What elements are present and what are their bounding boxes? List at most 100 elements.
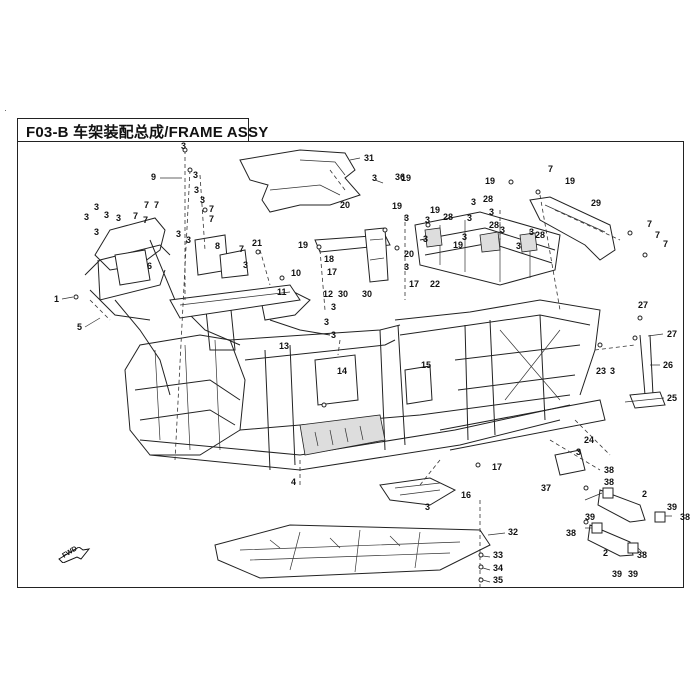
callout-label: 10 xyxy=(291,268,301,278)
callout-label: 7 xyxy=(133,211,138,221)
callout-label: 27 xyxy=(667,329,677,339)
callout-label: 38 xyxy=(637,550,647,560)
callout-label: 9 xyxy=(151,172,156,182)
part-6-front-bracket xyxy=(114,234,249,286)
corner-mark: · xyxy=(4,105,7,115)
callout-label: 3 xyxy=(194,185,199,195)
callout-label: 15 xyxy=(421,360,431,370)
part-2-rear-arm-assembly xyxy=(584,487,672,557)
callout-label: 20 xyxy=(404,249,414,259)
callout-label: 7 xyxy=(647,219,652,229)
callout-label: 3 xyxy=(516,241,521,251)
callout-label: 29 xyxy=(591,198,601,208)
callout-label: 7 xyxy=(154,200,159,210)
callout-label: 3 xyxy=(243,260,248,270)
callout-label: 7 xyxy=(663,239,668,249)
callout-label: 2 xyxy=(642,489,647,499)
main-frame xyxy=(84,217,606,471)
callout-label: 24 xyxy=(584,435,594,445)
callout-label: 28 xyxy=(483,194,493,204)
callout-label: 19 xyxy=(485,176,495,186)
callout-label: 3 xyxy=(186,235,191,245)
callout-label: 3 xyxy=(331,302,336,312)
callout-label: 21 xyxy=(252,238,262,248)
callout-label: 25 xyxy=(667,393,677,403)
callout-label: 3 xyxy=(116,213,121,223)
page-title: F03-B 车架装配总成/FRAME ASSY xyxy=(26,124,269,141)
part-15-side-panel xyxy=(404,365,433,405)
callout-label: 3 xyxy=(471,197,476,207)
callout-label: 3 xyxy=(425,502,430,512)
callout-label: 20 xyxy=(340,200,350,210)
callout-label: 23 xyxy=(596,366,606,376)
callout-label: 3 xyxy=(324,317,329,327)
callout-label: 3 xyxy=(576,447,581,457)
callout-label: 3 xyxy=(500,225,505,235)
callout-label: 7 xyxy=(239,244,244,254)
callout-label: 36 xyxy=(395,172,405,182)
callout-label: 39 xyxy=(585,512,595,522)
callout-label: 12 xyxy=(323,289,333,299)
callout-label: 3 xyxy=(404,262,409,272)
callout-label: 33 xyxy=(493,550,503,560)
callout-label: 39 xyxy=(612,569,622,579)
callout-label: 31 xyxy=(364,153,374,163)
callout-label: 3 xyxy=(529,227,534,237)
callout-label: 35 xyxy=(493,575,503,585)
part-32-skid-plate xyxy=(214,524,491,579)
callout-label: 37 xyxy=(541,483,551,493)
callout-label: 3 xyxy=(404,213,409,223)
callout-label: 32 xyxy=(508,527,518,537)
callout-label: 11 xyxy=(277,287,287,297)
callout-label: 5 xyxy=(77,322,82,332)
callout-label: 38 xyxy=(604,465,614,475)
diagram-border xyxy=(17,142,684,588)
callout-label: 14 xyxy=(337,366,347,376)
callout-label: 3 xyxy=(181,141,186,151)
callout-label: 19 xyxy=(430,205,440,215)
callout-label: 28 xyxy=(443,212,453,222)
callout-label: 38 xyxy=(566,528,576,538)
part-12-crossmember xyxy=(169,284,301,319)
callout-label: 28 xyxy=(489,220,499,230)
callout-label: 34 xyxy=(493,563,503,573)
callout-label: 3 xyxy=(94,227,99,237)
callout-label: 3 xyxy=(176,229,181,239)
callout-label: 3 xyxy=(423,234,428,244)
callout-label: 19 xyxy=(298,240,308,250)
diagram-border-top xyxy=(249,141,684,142)
callout-label: 17 xyxy=(327,267,337,277)
callout-label: 30 xyxy=(338,289,348,299)
callout-label: 7 xyxy=(209,214,214,224)
callout-labels: 31 3 36 3 9 3 3 3 7 7 3 3 3 7 7 3 7 7 3 … xyxy=(54,141,690,585)
callout-label: 26 xyxy=(663,360,673,370)
part-22-rear-carrier xyxy=(414,211,561,286)
leader-lines xyxy=(89,150,611,590)
callout-label: 3 xyxy=(104,210,109,220)
callout-label: 7 xyxy=(209,204,214,214)
part-14-center-panel xyxy=(314,339,359,406)
part-29-rear-bracket xyxy=(529,196,621,261)
part-16-footrest xyxy=(379,477,457,506)
callout-label: 3 xyxy=(610,366,615,376)
callout-label: 38 xyxy=(680,512,690,522)
callout-label: 28 xyxy=(535,230,545,240)
callout-label: 13 xyxy=(279,341,289,351)
callout-label: 16 xyxy=(461,490,471,500)
callout-label: 19 xyxy=(565,176,575,186)
callout-label: 3 xyxy=(467,213,472,223)
callout-label: 4 xyxy=(291,477,296,487)
fasteners xyxy=(73,147,648,583)
callout-label: 19 xyxy=(453,240,463,250)
callout-label: 39 xyxy=(667,502,677,512)
callout-label: 1 xyxy=(54,294,59,304)
callout-label: 3 xyxy=(462,232,467,242)
forward-arrow-icon xyxy=(58,547,91,563)
callout-label: 3 xyxy=(372,173,377,183)
callout-label: 6 xyxy=(147,261,152,271)
callout-label: 22 xyxy=(430,279,440,289)
callout-label: 7 xyxy=(144,200,149,210)
callout-label: 3 xyxy=(425,215,430,225)
callout-label: 7 xyxy=(548,164,553,174)
callout-label: 17 xyxy=(409,279,419,289)
